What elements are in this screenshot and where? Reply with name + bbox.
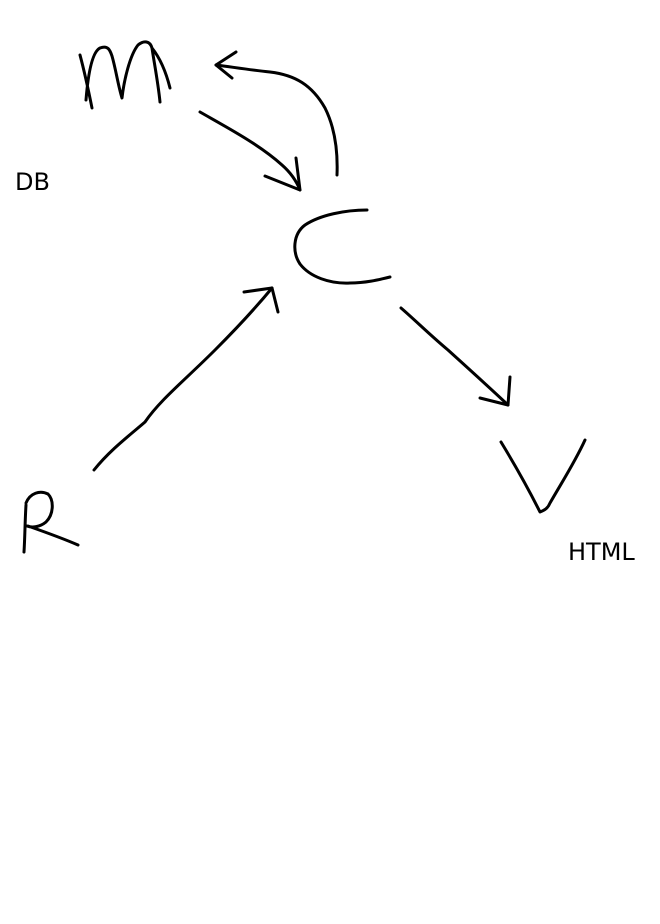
node-request: R (22, 490, 80, 554)
edge-controller-to-view (399, 306, 512, 407)
node-controller-letter (293, 208, 392, 285)
edge-model-to-controller-line (198, 110, 302, 192)
edge-request-to-controller-line (92, 286, 274, 472)
edge-controller-to-view-line (399, 306, 510, 407)
edge-request-to-controller (92, 286, 280, 472)
edge-model-to-controller-arrowhead (263, 156, 302, 192)
node-model: M DB (15, 40, 172, 196)
edge-request-to-controller-arrowhead (242, 286, 280, 314)
node-request-letter (22, 490, 80, 554)
node-model-letter (78, 40, 172, 110)
node-view-note: HTML (568, 538, 635, 566)
node-model-note: DB (15, 168, 50, 196)
node-view: V HTML (499, 438, 635, 566)
node-controller: C (293, 208, 392, 285)
edge-controller-to-model (214, 50, 339, 177)
node-view-letter (499, 438, 587, 514)
edge-controller-to-model-line (214, 63, 339, 177)
edge-controller-to-model-arrowhead (214, 50, 238, 80)
edge-model-to-controller (198, 110, 302, 192)
edge-controller-to-view-arrowhead (478, 375, 512, 407)
